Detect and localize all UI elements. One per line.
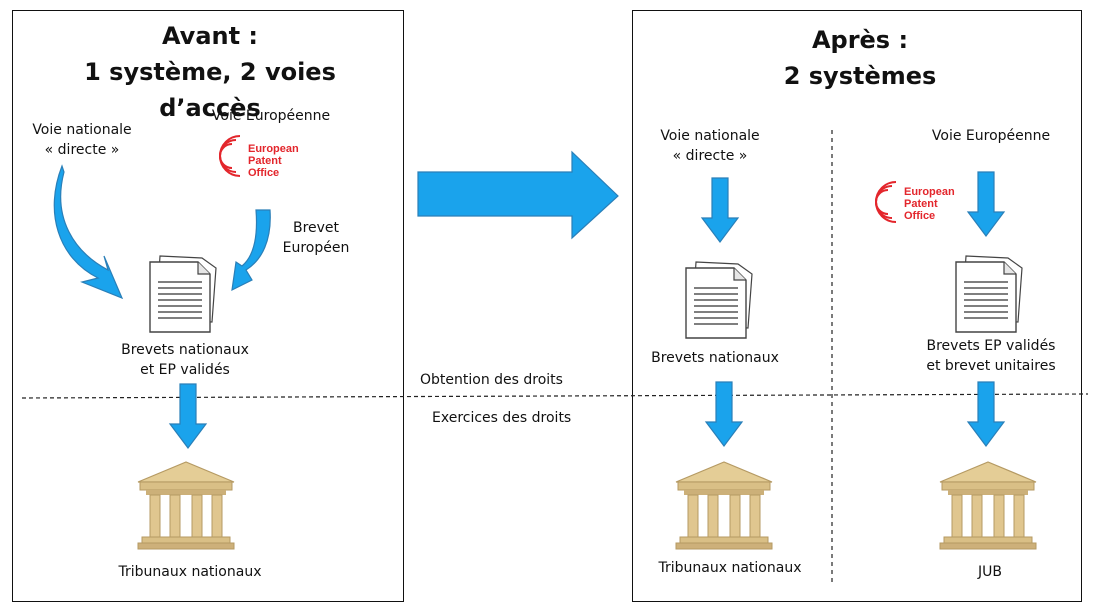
after-title: Après : 2 systèmes: [783, 26, 937, 90]
down-arrow-icon: [967, 171, 1005, 237]
european-patent-label: Brevet Européen: [282, 220, 350, 256]
document-icon: [149, 255, 217, 333]
document-icon: [685, 261, 753, 339]
courthouse-icon: [675, 461, 773, 550]
european-patents-label: Brevets EP validés et brevet unitaires: [926, 338, 1056, 374]
curved-arrow-icon: [53, 164, 124, 300]
down-arrow-icon: [701, 177, 739, 243]
right-arrow-icon: [417, 150, 619, 240]
epo-logo: European Patent Office: [248, 143, 299, 179]
document-icon: [955, 255, 1023, 333]
down-arrow-icon: [705, 381, 743, 447]
before-title: Avant : 1 système, 2 voies d’accès: [84, 22, 336, 122]
curved-arrow-icon: [231, 209, 271, 292]
obtaining-rights-label: Obtention des droits: [420, 372, 563, 388]
rights-divider-line: [21, 393, 1089, 399]
european-route-label: Voie Européenne: [931, 128, 1051, 144]
courthouse-icon: [137, 461, 235, 550]
courthouse-icon: [939, 461, 1037, 550]
patents-label: Brevets nationaux et EP validés: [121, 342, 249, 378]
exercising-rights-label: Exercices des droits: [432, 410, 572, 426]
courts-label: Tribunaux nationaux: [118, 564, 262, 580]
epo-logo: European Patent Office: [904, 186, 955, 222]
down-arrow-icon: [169, 383, 207, 449]
national-courts-label: Tribunaux nationaux: [658, 560, 802, 576]
national-route-label: Voie nationale « directe »: [32, 122, 132, 158]
epo-logo-mark: [219, 135, 241, 177]
national-route-label: Voie nationale « directe »: [660, 128, 760, 164]
national-patents-label: Brevets nationaux: [651, 350, 779, 366]
upc-label: JUB: [978, 564, 1002, 580]
down-arrow-icon: [967, 381, 1005, 447]
european-route-label: Voie Européenne: [211, 108, 331, 124]
epo-logo-mark: [875, 181, 897, 223]
